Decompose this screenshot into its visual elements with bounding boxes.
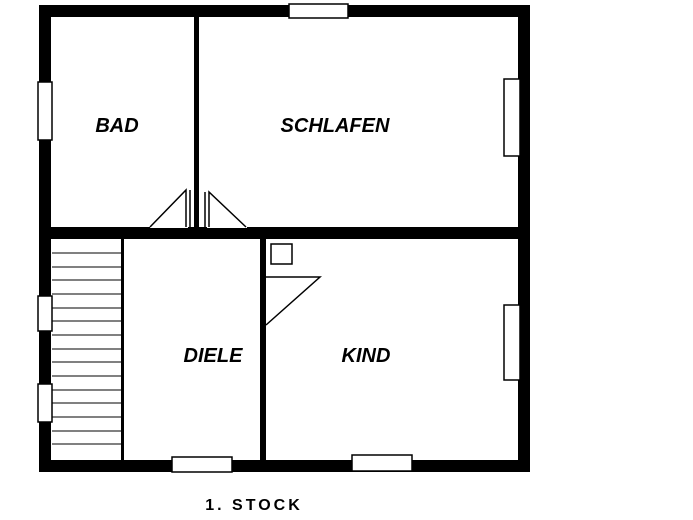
outer-wall-top: [39, 5, 530, 17]
wall-diele-kind: [260, 239, 266, 460]
window-bottom-diele: [171, 456, 233, 473]
floor-caption: 1. STOCK: [205, 497, 303, 514]
wall-stair-diele: [121, 239, 124, 460]
door-opening-bad: [150, 226, 188, 228]
staircase: [52, 252, 121, 445]
interior-walls: [51, 17, 518, 460]
door-swing-bad: [149, 188, 187, 228]
room-label-diele: DIELE: [184, 345, 244, 367]
window-right-kind: [503, 304, 521, 381]
wall-bad-schlafen: [194, 17, 199, 227]
door-openings: [150, 226, 247, 228]
door-opening-schlafen: [207, 226, 247, 228]
chimney-square: [270, 243, 293, 265]
door-swings: [149, 188, 322, 326]
windows: [37, 3, 521, 473]
window-left-stair-upper: [37, 295, 53, 332]
window-left-stair-lower: [37, 383, 53, 423]
outer-wall-right: [518, 5, 530, 472]
wall-upper-lower: [51, 227, 518, 239]
door-swing-kind: [265, 276, 322, 326]
window-bottom-kind: [351, 454, 413, 472]
room-label-schlafen: SCHLAFEN: [281, 115, 390, 137]
door-swing-schlafen: [208, 190, 247, 228]
window-right-schlafen: [503, 78, 521, 157]
window-left-bad: [37, 81, 53, 141]
room-label-kind: KIND: [342, 345, 391, 367]
room-label-bad: BAD: [95, 115, 138, 137]
outer-wall-bottom: [39, 460, 530, 472]
window-top: [288, 3, 349, 19]
